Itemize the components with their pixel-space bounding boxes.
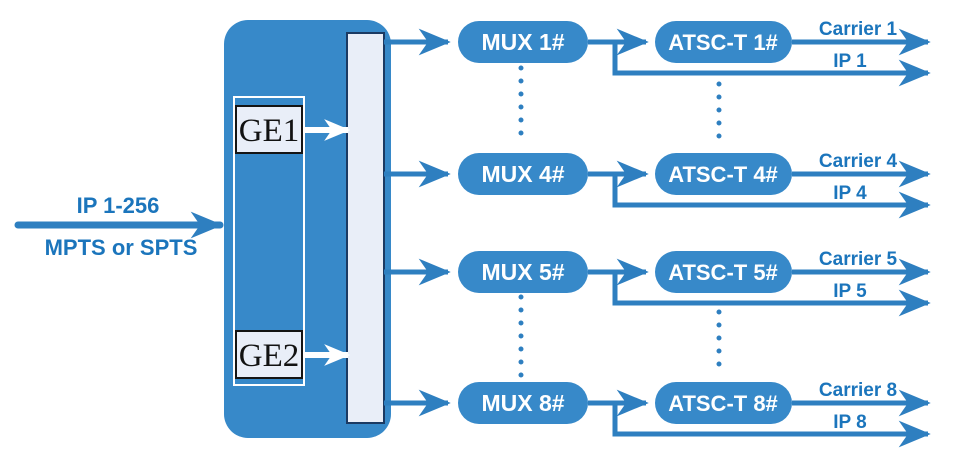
backplane-bar (346, 32, 385, 424)
mux-8-label: MUX 8# (481, 390, 564, 416)
atsc-4-label: ATSC-T 4# (668, 162, 778, 187)
input-label-bottom: MPTS or SPTS (45, 235, 198, 260)
mux-4-box (458, 153, 588, 195)
ip-1-branch-arrow (612, 42, 931, 87)
ip-1-label: IP 1 (833, 51, 867, 72)
mux-5-label: MUX 5# (481, 259, 564, 285)
port-ge1-label: GE1 (239, 113, 300, 149)
mux-1-box (458, 21, 588, 63)
port-ge2-label: GE2 (239, 338, 300, 374)
ip-5-branch-arrow (612, 272, 931, 317)
atsc-5-label: ATSC-T 5# (668, 260, 778, 285)
atsc-5-box (655, 251, 792, 293)
mux-5-box (458, 251, 588, 293)
port-ge1-box (235, 105, 303, 154)
ip-4-branch-arrow (612, 174, 931, 219)
atsc-8-label: ATSC-T 8# (668, 391, 778, 416)
carrier-5-label: Carrier 5 (819, 249, 898, 270)
mux-1-label: MUX 1# (481, 29, 564, 55)
ip-8-label: IP 8 (833, 412, 866, 433)
atsc-8-box (655, 382, 792, 424)
ip-4-label: IP 4 (833, 183, 867, 204)
carrier-8-label: Carrier 8 (819, 380, 897, 401)
ip-8-branch-arrow (612, 403, 931, 448)
input-label-top: IP 1-256 (77, 193, 160, 218)
carrier-1-label: Carrier 1 (819, 19, 898, 40)
port-ge2-box (235, 330, 303, 379)
carrier-4-label: Carrier 4 (819, 151, 898, 172)
atsc-1-box (655, 21, 792, 63)
atsc-4-box (655, 153, 792, 195)
atsc-1-label: ATSC-T 1# (668, 30, 778, 55)
ip-5-label: IP 5 (833, 281, 867, 302)
mux-8-box (458, 382, 588, 424)
port-group-frame (233, 96, 305, 386)
mux-4-label: MUX 4# (481, 161, 564, 187)
